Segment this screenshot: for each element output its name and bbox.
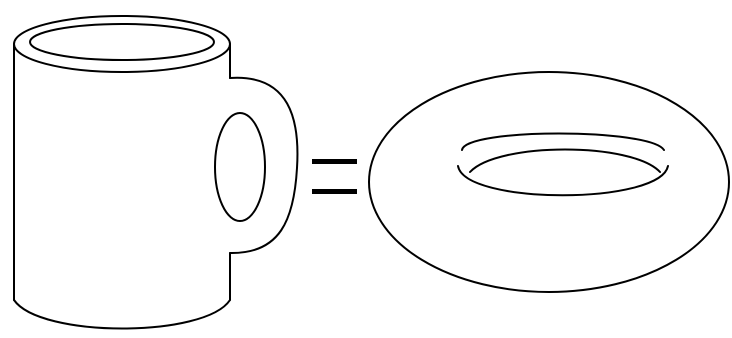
torus-hole-inner (470, 150, 660, 173)
coffee-mug (14, 16, 297, 329)
mug-bottom (14, 300, 230, 329)
torus (369, 72, 729, 292)
mug-handle-outer (230, 78, 297, 253)
torus-outer (369, 72, 729, 292)
equals-sign (312, 159, 357, 194)
equals-bar-bottom (312, 189, 357, 194)
torus-hole-upper (462, 134, 664, 151)
mug-handle-hole (215, 113, 265, 221)
torus-hole-lower (458, 166, 668, 195)
equals-bar-top (312, 159, 357, 164)
